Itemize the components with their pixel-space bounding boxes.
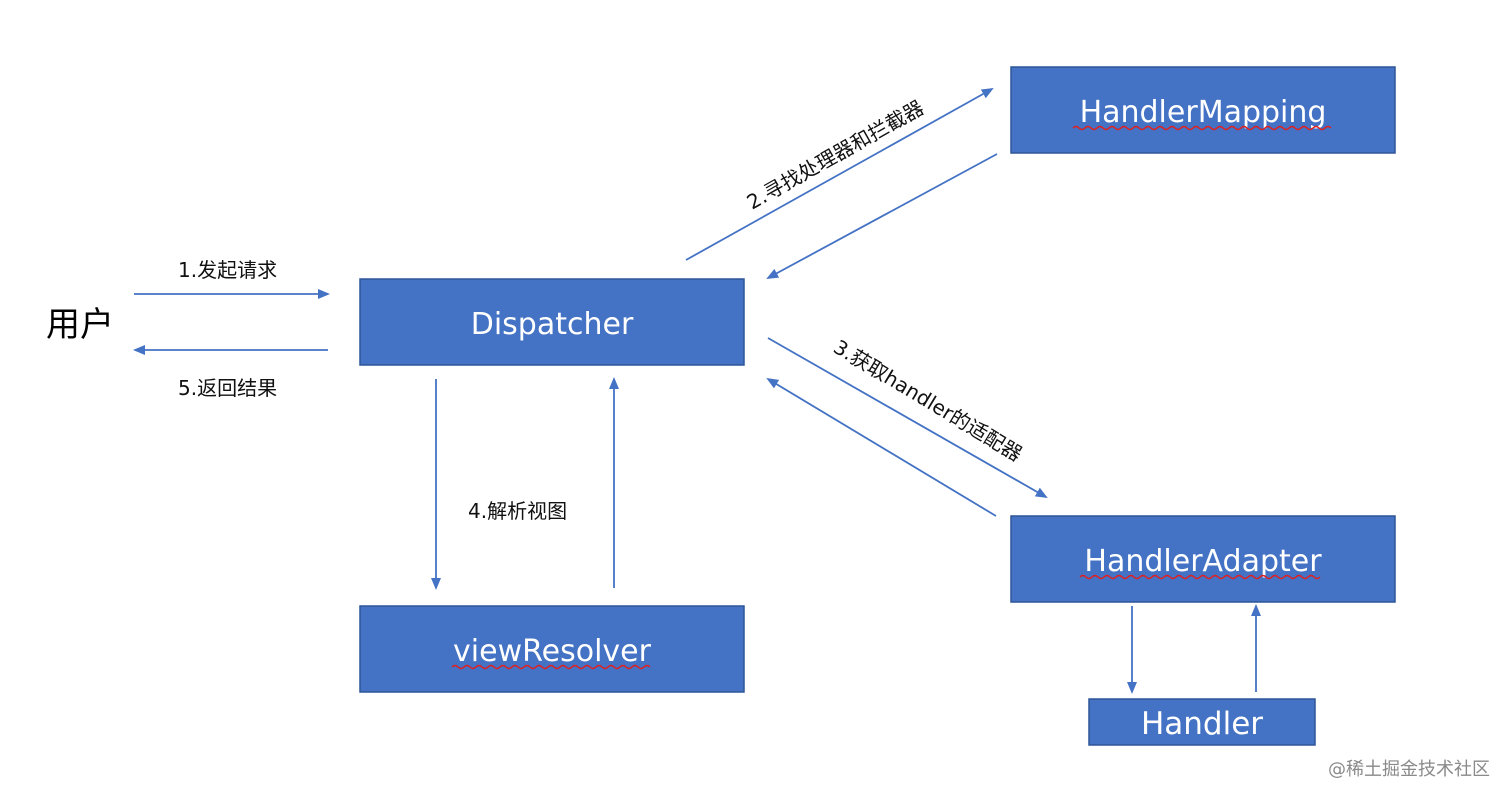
handler-label: Handler: [1141, 706, 1263, 742]
handler-mapping-label: HandlerMapping: [1080, 95, 1327, 130]
watermark: @稀土掘金技术社区: [1328, 759, 1490, 780]
spellcheck-underline: [1072, 125, 1332, 131]
step-5-label: 5.返回结果: [178, 376, 277, 400]
spellcheck-underline: [451, 664, 651, 670]
handler-box: Handler: [1088, 698, 1316, 746]
arrow-handler-mapping-to-dispatcher: [766, 153, 998, 279]
arrow-dispatcher-to-handler-adapter: [767, 337, 1048, 498]
step-1-label: 1.发起请求: [178, 258, 277, 282]
handler-adapter-label: HandlerAdapter: [1084, 544, 1322, 579]
user-label: 用户: [46, 305, 114, 345]
arrow-handler-adapter-to-dispatcher: [766, 377, 997, 517]
handler-adapter-box: HandlerAdapter: [1010, 515, 1396, 603]
arrow-dispatcher-to-handler-mapping: [685, 88, 994, 261]
step-2-label: 2.寻找处理器和拦截器: [743, 95, 928, 214]
spellcheck-underline: [1079, 574, 1321, 580]
step-3-label: 3.获取handler的适配器: [829, 335, 1026, 467]
step-4-label: 4.解析视图: [468, 499, 567, 523]
view-resolver-box: viewResolver: [359, 605, 745, 693]
handler-mapping-box: HandlerMapping: [1010, 66, 1396, 154]
view-resolver-label: viewResolver: [453, 634, 652, 669]
dispatcher-label: Dispatcher: [471, 307, 634, 342]
dispatcher-box: Dispatcher: [359, 278, 745, 366]
